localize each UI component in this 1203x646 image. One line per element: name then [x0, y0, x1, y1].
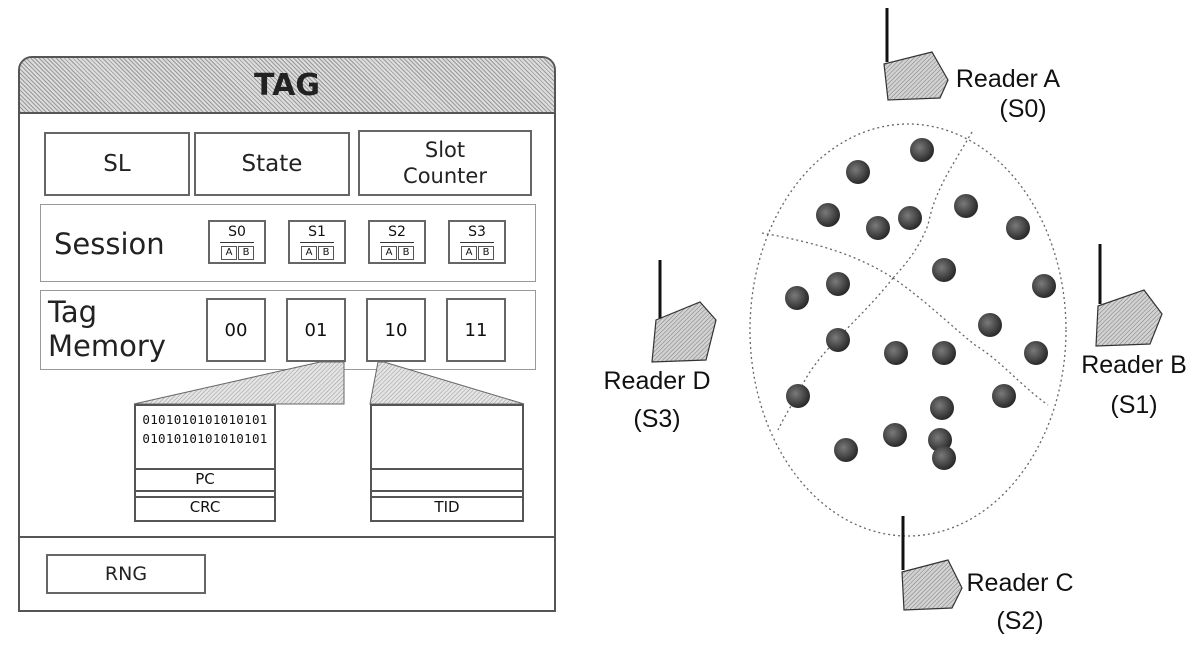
- zone-boundary: [893, 278, 1048, 405]
- reader-name: Reader A: [946, 64, 1070, 94]
- reader-c-device: [902, 516, 962, 610]
- reader-d-device: [652, 260, 716, 362]
- tag-dot: [932, 446, 956, 470]
- tag-dots: [785, 138, 1056, 470]
- tag-dot: [1032, 274, 1056, 298]
- tag-dot: [932, 341, 956, 365]
- zone-boundary: [762, 233, 893, 278]
- tag-dot: [910, 138, 934, 162]
- tag-dot: [786, 384, 810, 408]
- tag-dot: [785, 286, 809, 310]
- reader-session: (S0): [976, 94, 1070, 124]
- tag-dot: [883, 423, 907, 447]
- tag-dot: [866, 216, 890, 240]
- reader-b-device: [1096, 244, 1162, 346]
- tag-dot: [978, 313, 1002, 337]
- coverage-region: [750, 124, 1066, 536]
- reader-name: Reader C: [958, 568, 1082, 598]
- reader-name: Reader D: [596, 366, 718, 396]
- tag-dot: [826, 328, 850, 352]
- reader-b-label: Reader B (S1): [1068, 350, 1200, 420]
- tag-dot: [1024, 341, 1048, 365]
- reader-c-label: Reader C (S2): [958, 568, 1082, 636]
- tag-dot: [992, 384, 1016, 408]
- reader-session: (S1): [1068, 390, 1200, 420]
- tag-dot: [932, 258, 956, 282]
- reader-body: [652, 302, 716, 362]
- reader-a-label: Reader A (S0): [946, 64, 1070, 124]
- reader-name: Reader B: [1068, 350, 1200, 380]
- reader-body: [884, 52, 948, 100]
- reader-d-label: Reader D (S3): [596, 366, 718, 434]
- reader-session: (S2): [958, 606, 1082, 636]
- tag-dot: [898, 206, 922, 230]
- tag-dot: [930, 396, 954, 420]
- tag-dot: [954, 194, 978, 218]
- tag-dot: [826, 272, 850, 296]
- tag-dot: [884, 341, 908, 365]
- tag-dot: [834, 438, 858, 462]
- reader-session: (S3): [596, 404, 718, 434]
- tag-dot: [846, 160, 870, 184]
- reader-body: [902, 560, 962, 610]
- reader-a-device: [884, 8, 948, 100]
- reader-body: [1096, 290, 1162, 346]
- tag-dot: [816, 203, 840, 227]
- tag-dot: [1006, 216, 1030, 240]
